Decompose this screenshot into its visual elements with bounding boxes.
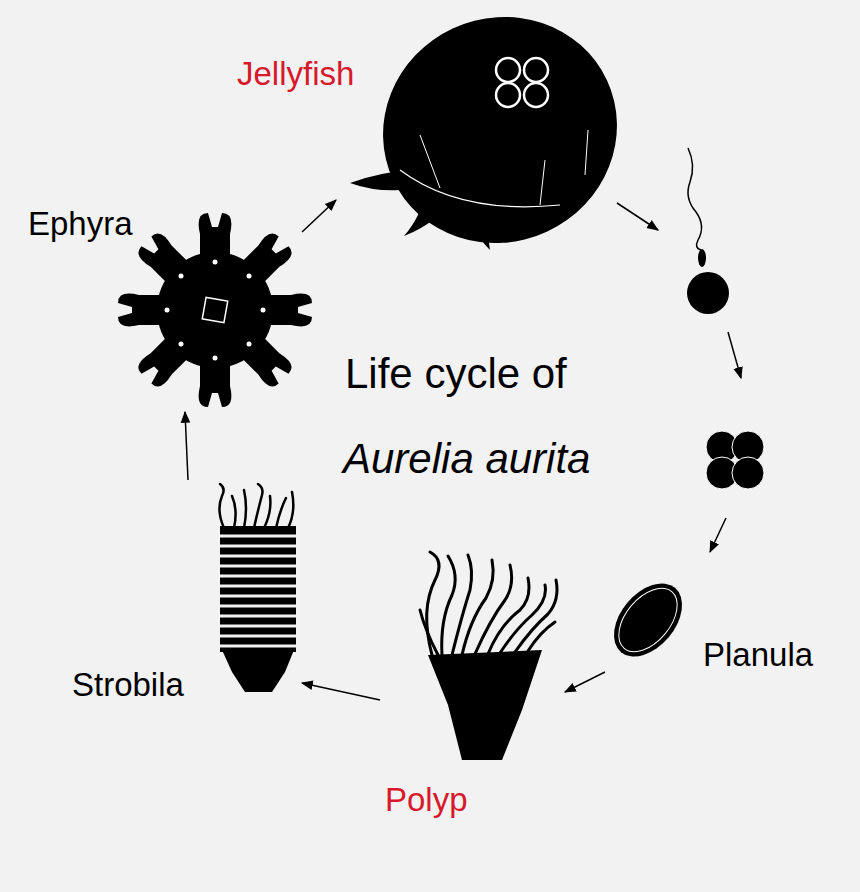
planula-figure — [600, 570, 695, 669]
stage-node: Ephyra — [25, 205, 302, 412]
stage-label: Polyp — [385, 781, 468, 819]
polyp-figure — [420, 552, 557, 760]
stage-label: Jellyfish — [237, 55, 354, 93]
stage-node: Strobila — [68, 480, 302, 715]
species-name: Aurelia aurita — [343, 435, 590, 483]
four-cell-stage — [706, 431, 764, 489]
stage-node: Planula — [605, 578, 835, 685]
sperm-and-egg — [687, 148, 729, 314]
stage-label: Planula — [703, 636, 813, 674]
ephyra-figure — [118, 213, 312, 407]
cycle-arrow — [565, 672, 605, 692]
stage-node: Polyp — [380, 548, 565, 835]
diagram-title: Life cycle of — [345, 350, 567, 398]
jellyfish-figure — [346, 0, 655, 281]
cycle-arrow — [302, 683, 380, 700]
stage-node: Jellyfish — [230, 15, 625, 200]
strobila-figure — [218, 484, 298, 692]
cycle-arrow — [185, 412, 188, 480]
stage-label: Strobila — [72, 666, 184, 704]
stage-arrows — [617, 203, 741, 552]
stage-label: Ephyra — [28, 205, 133, 243]
cycle-arrow — [302, 200, 336, 232]
